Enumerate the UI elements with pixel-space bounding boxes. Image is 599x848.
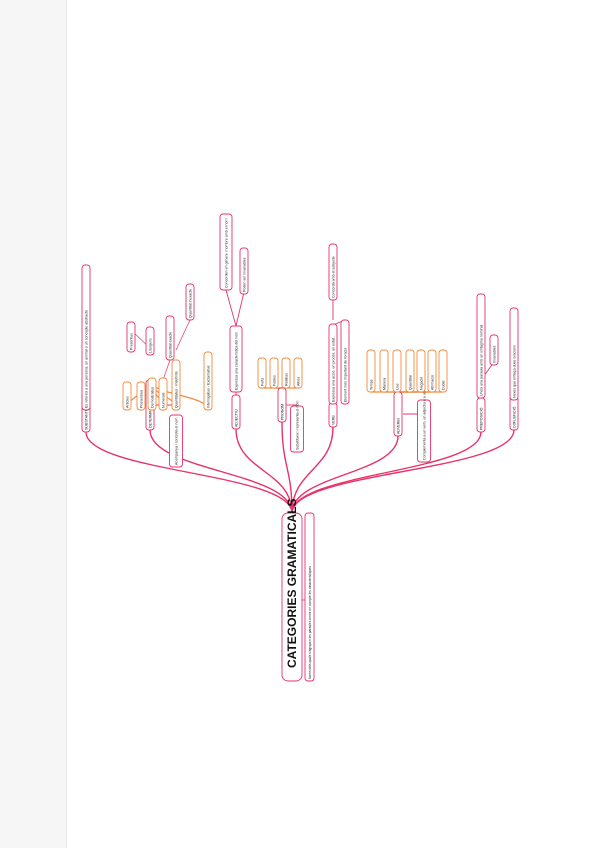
type-label: Quantitat [408, 375, 412, 390]
note-text: Nexes que enllaça dues oracions [512, 345, 516, 398]
type-label: Febles [272, 375, 276, 386]
note-text: Element més important de l'oració [343, 348, 347, 402]
type-label: Forts [260, 378, 264, 386]
type-label-box [427, 349, 437, 393]
branch-connector [235, 428, 293, 514]
note-text-box [239, 247, 249, 295]
subtype-label-box [165, 315, 175, 361]
type-label-box [281, 357, 291, 389]
branch-label: PREPOSICIÓ [478, 407, 483, 430]
branch-label: ADJECTIU [234, 409, 238, 427]
type-label-box [136, 381, 146, 411]
note-text-box [169, 414, 183, 468]
note-text: Invariables [492, 345, 496, 363]
type-label-box [366, 349, 376, 393]
subtype-label-box [185, 283, 195, 321]
branch-connector [291, 431, 482, 514]
note-text-box [417, 399, 431, 463]
subtype-label-box [126, 321, 136, 353]
branch-connector [291, 435, 399, 514]
type-label-box [203, 351, 213, 411]
type-label-box [438, 349, 448, 393]
note-connector [225, 289, 237, 327]
note-text: Expressa una acció, un procés, un estat.… [331, 335, 335, 402]
branch-connector [291, 426, 334, 514]
type-label-box [392, 349, 402, 393]
branch-connector [281, 421, 293, 514]
note-text-box [328, 243, 338, 301]
note-text: Concorden en gènere i nombre amb el nom [224, 218, 228, 288]
note-text-box [229, 325, 243, 393]
type-label: Possessius [139, 390, 143, 408]
page-title: CATEGORIES GRAMATICALS [285, 498, 299, 668]
subtype-label: Litúrgens [148, 338, 152, 353]
type-label-box [122, 381, 132, 411]
type-label: Articles [125, 396, 129, 408]
note-text-box [489, 334, 499, 366]
branch-connector [149, 429, 293, 514]
type-label-box [293, 357, 303, 389]
type-label-box [405, 349, 415, 393]
note-text: Poden ser invariables [242, 257, 246, 292]
branch-label: PRONOM [280, 404, 284, 420]
note-text-box [328, 323, 338, 405]
note-text: Es refereix a una persona, un animal o u… [84, 310, 88, 408]
type-label-box [147, 377, 157, 411]
type-label: Manera [382, 378, 386, 390]
subtype-connector [162, 359, 171, 381]
type-label: Numerals [161, 392, 165, 408]
type-label: Negació [419, 377, 423, 390]
branch-label-box [277, 387, 287, 423]
subtitle-box [304, 512, 315, 682]
note-text: Acompanya i concreta el nom [174, 418, 178, 465]
subtype-label: Presentius [129, 333, 133, 350]
type-label-box [171, 359, 181, 411]
subtype-connector [175, 319, 191, 351]
root-node: CATEGORIES GRAMATICALS Noms dels quals s… [281, 498, 315, 682]
type-label-box [379, 349, 389, 393]
type-label: Relatius [284, 373, 288, 386]
type-label-box [158, 377, 168, 411]
note-text-box [476, 293, 486, 399]
note-text-box [81, 264, 91, 411]
page-subtitle: Noms dels quals s'agrupen les paraules t… [308, 566, 312, 679]
page-sidebar [0, 0, 67, 848]
subtype-label: Quantitat inexacte [188, 289, 192, 318]
type-label-box [269, 357, 279, 389]
branch-label: DETERMINANT [148, 401, 152, 428]
branch-connector [291, 429, 515, 514]
note-text: Concorda amb el subjecte [331, 256, 335, 298]
branch-connector [85, 431, 293, 514]
type-label-box [416, 349, 426, 393]
type-label: Quantitatius - Indefinits [174, 371, 178, 408]
branch-label: CONJUNCIÓ [511, 406, 516, 428]
note-text: Expressa una característica del nom [234, 332, 238, 390]
branch-label: VERB [331, 415, 335, 425]
branch-label: ADVERBI [396, 418, 400, 434]
title-box [281, 512, 303, 682]
type-label-box [257, 357, 267, 389]
note-text: Substitueix i representa el nom [295, 401, 299, 450]
note-text: Complementa a un verb, un adjectiu o a u… [422, 370, 426, 460]
type-label: Dubte [441, 380, 445, 390]
subtype-label: Quantitat exacte [168, 332, 172, 358]
note-connector [235, 291, 245, 327]
branch-label-box [231, 394, 241, 430]
type-label: Lloc [395, 383, 399, 390]
note-text-box [219, 213, 233, 291]
type-label: Temps [369, 379, 373, 390]
note-text-box [290, 405, 304, 453]
note-text-box [340, 319, 350, 405]
type-label: Demostratius [150, 387, 154, 408]
type-label: Afirmació [430, 375, 434, 390]
note-text-box [509, 307, 519, 401]
type-label: Interrogatius - Exclamatius [206, 365, 210, 408]
type-label: Altres [296, 377, 300, 386]
subtype-label-box [145, 326, 155, 356]
note-text: Uneix una paraula amb un sintagma nomina… [479, 324, 483, 396]
branch-label: SUBSTANTIU [84, 407, 88, 430]
